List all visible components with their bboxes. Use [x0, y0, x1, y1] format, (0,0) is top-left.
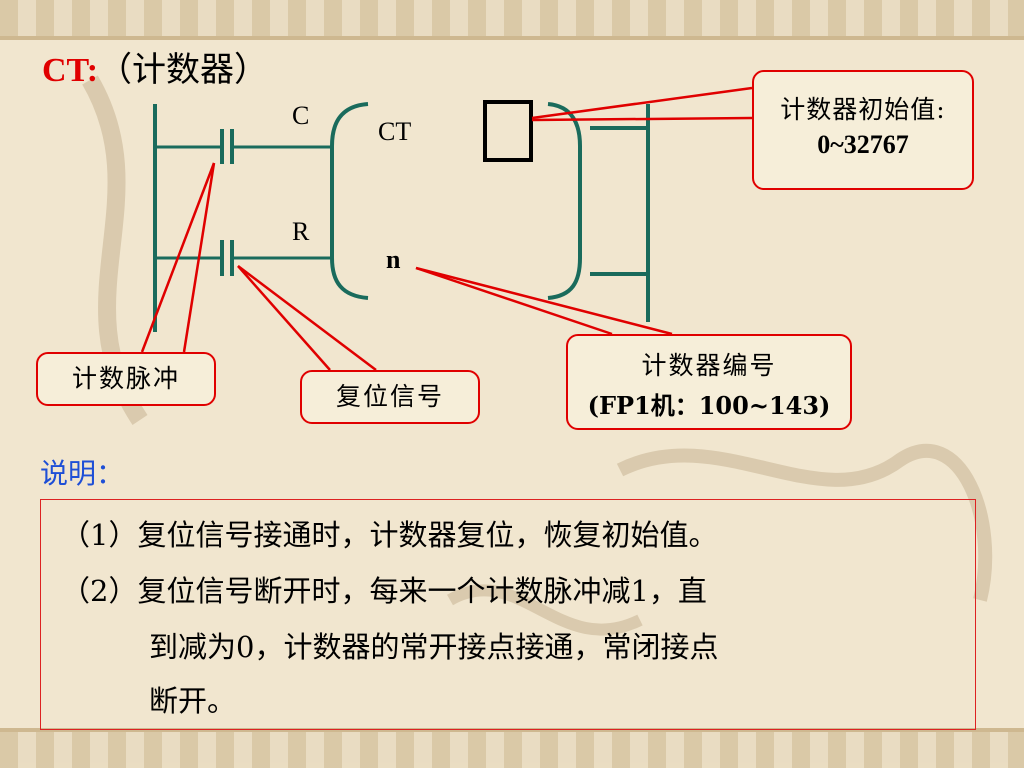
- reset-signal-pointer-right: [237, 265, 377, 371]
- initial-value-box: [483, 100, 533, 162]
- counter-number-range: (FP1机：100~143): [587, 391, 831, 420]
- count-pulse-pointer-left: [140, 162, 216, 353]
- counter-block-label: CT: [378, 117, 411, 146]
- counter-left-bracket: [330, 102, 369, 300]
- reset-signal-label: 复位信号: [335, 382, 444, 411]
- input-r-label: R: [292, 217, 310, 246]
- count-pulse-label: 计数脉冲: [71, 364, 180, 393]
- initial-value-title: 计数器初始值:: [780, 95, 946, 124]
- input-c-label: C: [292, 101, 309, 130]
- page-title: CT:（计数器）: [42, 42, 268, 91]
- counter-number-callout: 计数器编号 (FP1机：100~143): [566, 334, 852, 430]
- initial-value-pointer-top: [531, 86, 753, 120]
- count-pulse-callout: 计数脉冲: [36, 352, 216, 406]
- counter-right-bracket: [547, 102, 582, 300]
- note-line-1: （1）复位信号接通时，计数器复位，恢复初始值。: [61, 518, 718, 552]
- initial-value-callout: 计数器初始值: 0~32767: [752, 70, 974, 190]
- note-line-2c: 断开。: [149, 684, 237, 718]
- title-ct: CT:: [42, 52, 99, 89]
- initial-value-pointer-bottom: [531, 116, 753, 122]
- reset-signal-pointer-left: [237, 265, 331, 371]
- explanation-box: （1）复位信号接通时，计数器复位，恢复初始值。 （2）复位信号断开时，每来一个计…: [40, 499, 976, 730]
- note-line-2a: （2）复位信号断开时，每来一个计数脉冲减1，直: [61, 574, 707, 608]
- reset-signal-callout: 复位信号: [300, 370, 480, 424]
- counter-number-pointer-left: [415, 266, 613, 336]
- title-suffix: （计数器）: [98, 50, 269, 90]
- top-border: [0, 0, 1024, 40]
- counter-number-title: 计数器编号: [641, 351, 777, 380]
- counter-n-label: n: [386, 245, 401, 274]
- count-pulse-pointer-right: [182, 162, 216, 353]
- initial-value-range: 0~32767: [817, 130, 909, 159]
- note-line-2b: 到减为0，计数器的常开接点接通，常闭接点: [149, 630, 719, 664]
- bottom-border: [0, 728, 1024, 768]
- notes-heading: 说明：: [40, 457, 125, 490]
- counter-number-pointer-right: [415, 266, 673, 336]
